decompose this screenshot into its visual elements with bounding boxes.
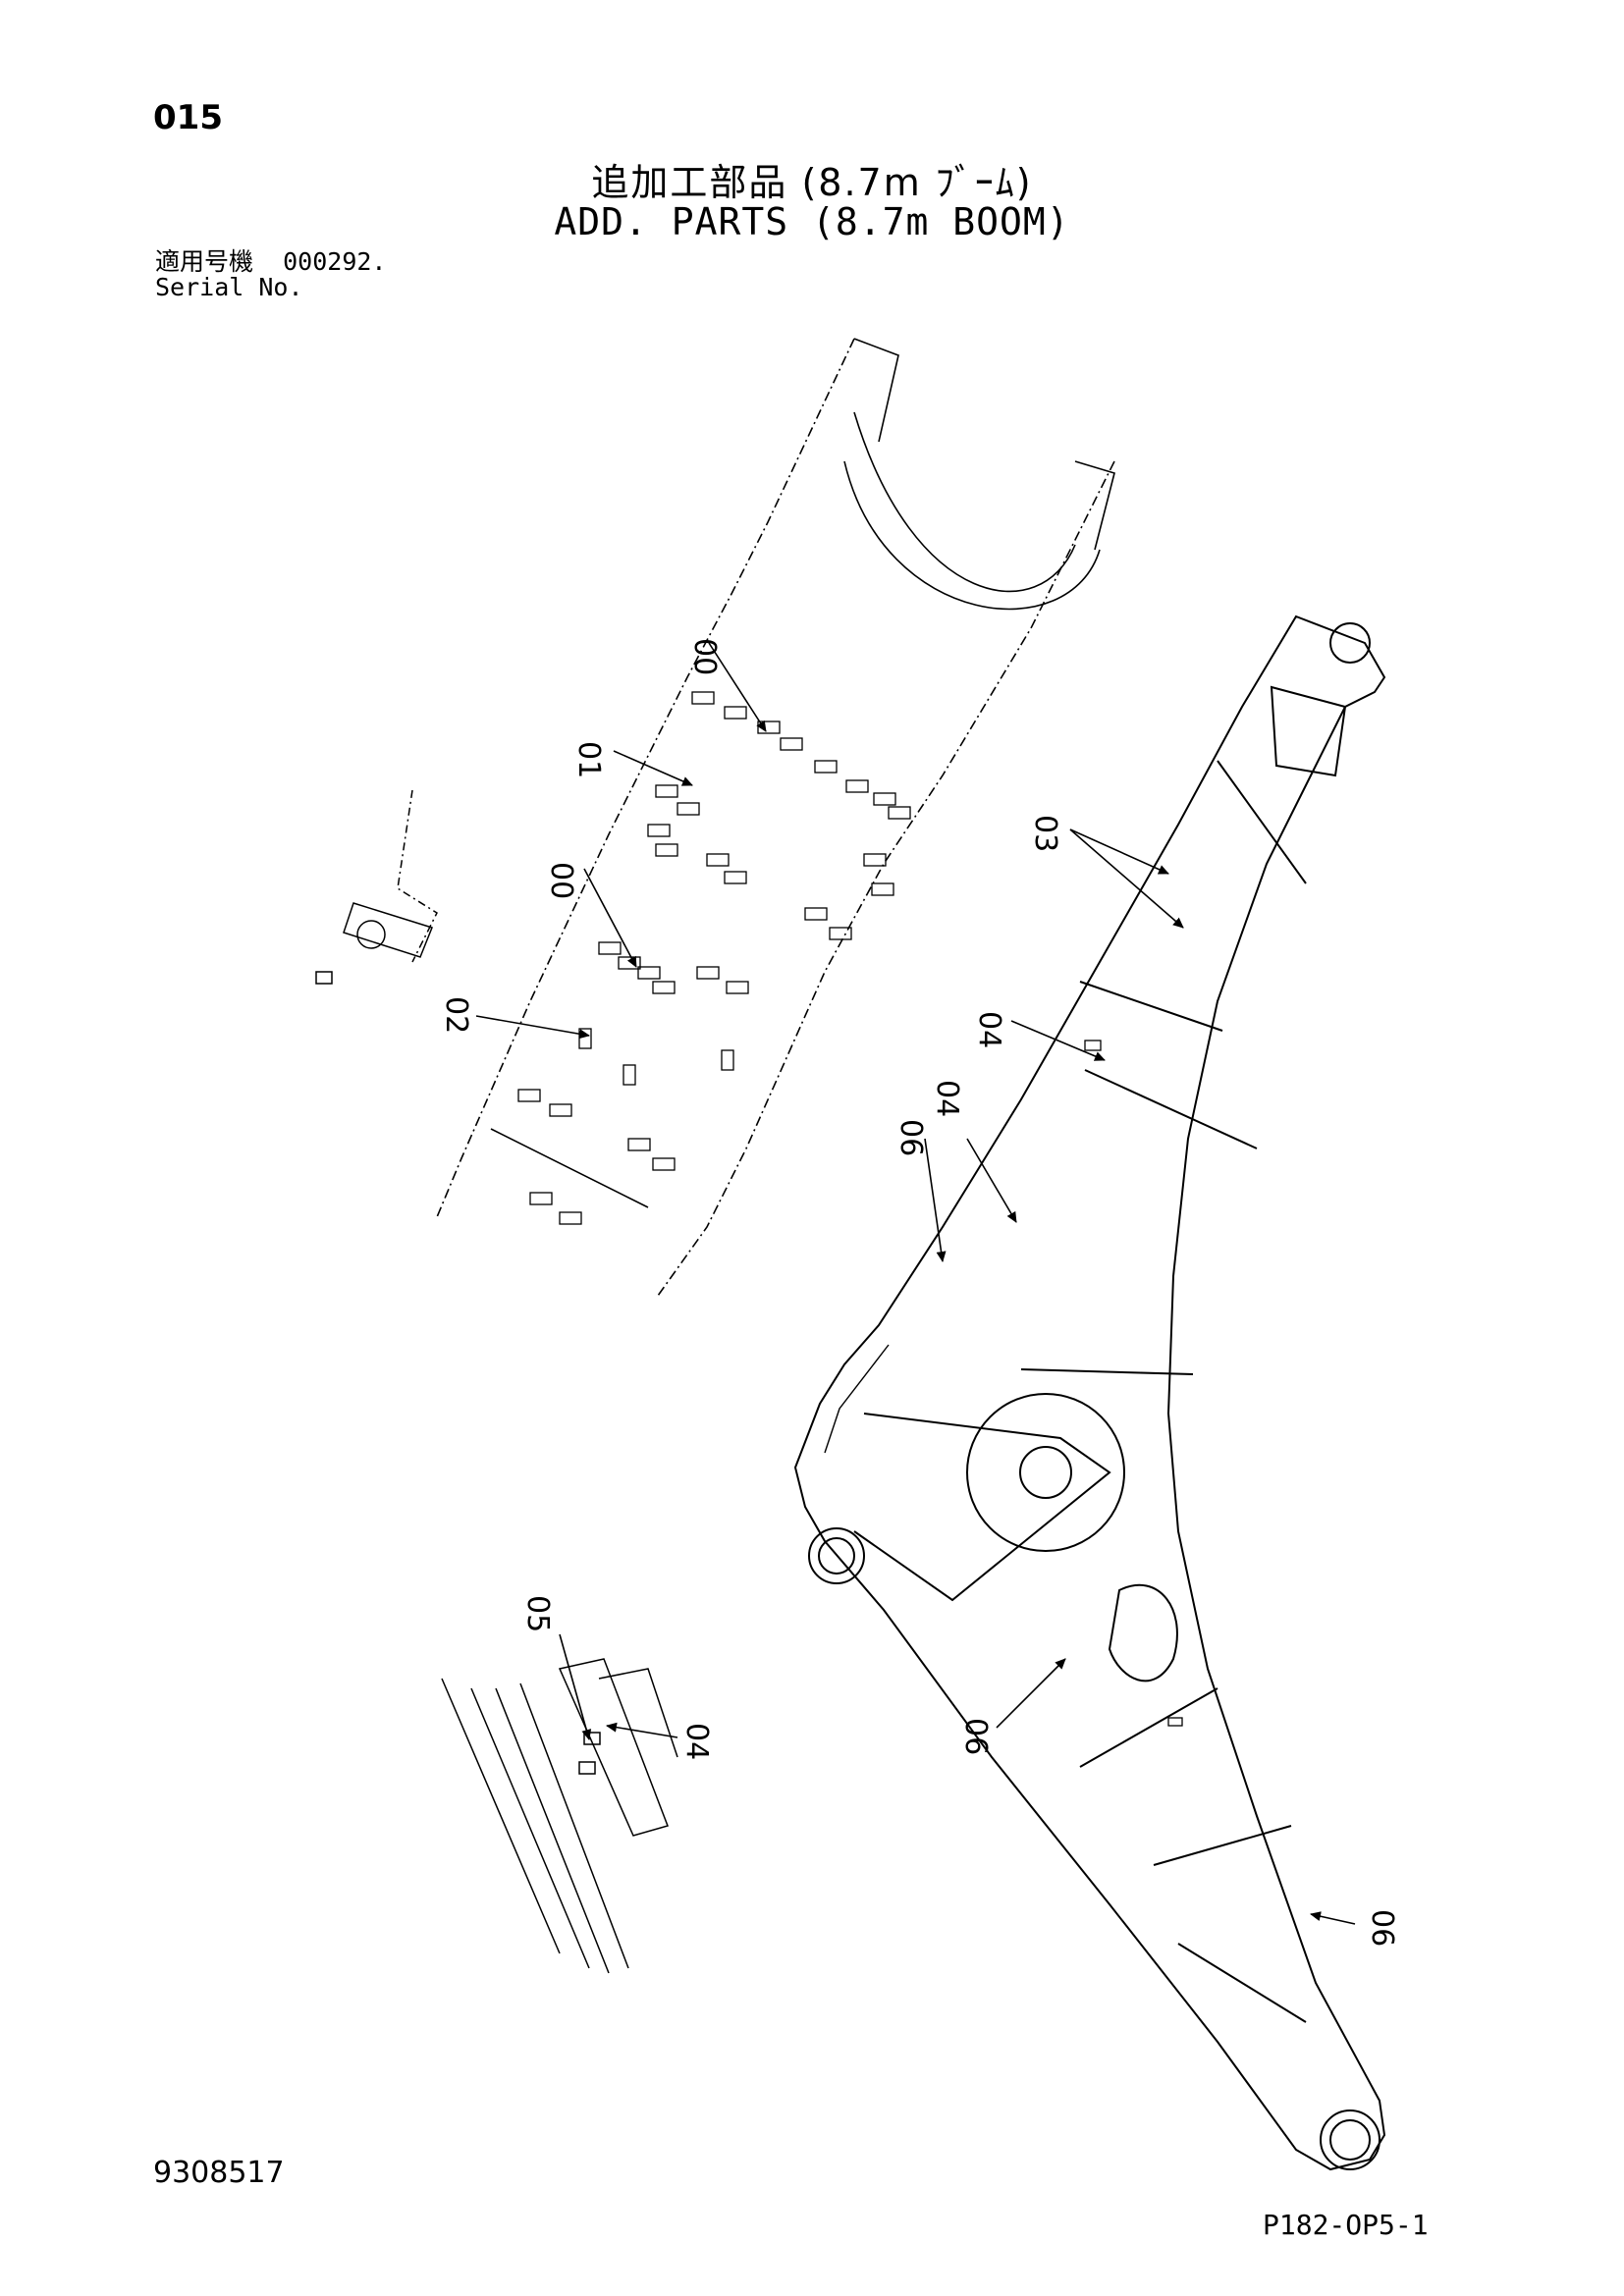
callout-label: 04 <box>930 1080 964 1117</box>
callout-label: 05 <box>520 1595 555 1632</box>
serial-block: 適用号機 000292. Serial No. <box>155 249 386 300</box>
callout-label: 06 <box>1365 1909 1399 1947</box>
drawing-code: P182-OP5-1 <box>1263 2209 1429 2241</box>
side-detail-view <box>315 789 438 985</box>
serial-label-english: Serial No. <box>155 273 303 301</box>
page-number: 015 <box>153 98 223 137</box>
callout-label: 02 <box>439 996 473 1034</box>
callout-label: 06 <box>958 1718 993 1755</box>
callout-label: 01 <box>571 741 606 778</box>
callout-label: 03 <box>1028 815 1062 852</box>
serial-value: 000292. <box>283 247 387 276</box>
boom-top-view <box>436 338 1115 1297</box>
callout-label: 06 <box>893 1119 928 1156</box>
callout-label: 00 <box>544 862 578 899</box>
document-number: 9308517 <box>153 2156 285 2190</box>
serial-label-japanese: 適用号機 <box>155 247 254 276</box>
page-title-english: ADD. PARTS (8.7m BOOM) <box>554 200 1070 243</box>
lower-detail-view <box>441 1658 678 1974</box>
boom-side-view <box>793 614 1386 2171</box>
serial-row: 適用号機 000292. <box>155 249 386 275</box>
callout-label: 00 <box>687 638 722 675</box>
callout-label: 04 <box>679 1723 714 1760</box>
callout-label: 04 <box>972 1011 1006 1048</box>
page-title-japanese: 追加工部品 (8.7m ﾌﾞｰﾑ) <box>591 161 1033 204</box>
leader-lines <box>475 642 1356 1925</box>
